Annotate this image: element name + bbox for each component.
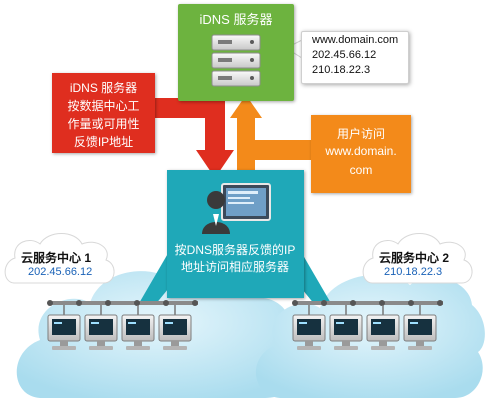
network-datacenter-1	[47, 300, 198, 350]
datacenter-2-ip: 210.18.22.3	[384, 266, 443, 278]
network-datacenter-2	[292, 300, 443, 350]
feedback-line-1: iDNS 服务器	[69, 81, 138, 95]
datacenter-2-computer-icon	[366, 305, 400, 350]
dns-record-ip-2: 210.18.22.3	[312, 64, 371, 76]
datacenter-1-name: 云服务中心 1	[21, 251, 92, 265]
cloud-label-right	[362, 233, 473, 284]
feedback-note-box	[52, 73, 155, 153]
user-access-line-2: www.domain.	[325, 144, 397, 158]
feedback-line-2: 按数据中心工	[67, 99, 140, 113]
client-line-1: 按DNS服务器反馈的IP	[174, 243, 296, 257]
datacenter-2-network-bus	[293, 301, 443, 305]
datacenter-2-bus-node	[350, 300, 356, 306]
red-arrow	[150, 98, 234, 178]
server-rack-icon	[211, 34, 261, 87]
dns-record-domain: www.domain.com	[312, 34, 399, 46]
user-access-line-3: com	[349, 163, 373, 177]
datacenter-2-bus-node	[408, 300, 414, 306]
datacenter-1-computer-icon	[47, 305, 81, 350]
dns-record-ip-1: 202.45.66.12	[312, 49, 377, 61]
datacenter-2-name: 云服务中心 2	[379, 251, 450, 265]
datacenter-1-bus-node	[134, 300, 140, 306]
datacenter-1-computer-icon	[84, 305, 118, 350]
datacenter-2-bus-node	[292, 300, 298, 306]
datacenter-1-computer-icon	[158, 305, 192, 350]
orange-arrow	[230, 95, 314, 172]
datacenter-2-computer-icon	[329, 305, 363, 350]
feedback-line-4: 反馈IP地址	[73, 135, 134, 149]
datacenter-2-bus-node	[321, 300, 327, 306]
datacenter-1-bus-node	[105, 300, 111, 306]
cloud-label-left	[4, 233, 115, 284]
datacenter-1-bus-node	[163, 300, 169, 306]
datacenter-1-bus-node	[192, 300, 198, 306]
client-line-2: 地址访问相应服务器	[180, 260, 289, 274]
datacenter-1-bus-node	[47, 300, 53, 306]
datacenter-2-computer-icon	[292, 305, 326, 350]
datacenter-1-bus-node	[76, 300, 82, 306]
user-access-box	[311, 115, 411, 193]
idns-server-title: iDNS 服务器	[199, 12, 273, 27]
feedback-line-3: 作量或可用性	[67, 117, 140, 131]
datacenter-1-network-bus	[48, 301, 198, 305]
user-access-line-1: 用户访问	[336, 127, 385, 141]
dns-record-callout	[301, 31, 409, 84]
datacenter-2-computer-icon	[403, 305, 437, 350]
user-computer-icon	[202, 183, 271, 234]
datacenter-2-bus-node	[437, 300, 443, 306]
datacenter-2-bus-node	[379, 300, 385, 306]
datacenter-1-computer-icon	[121, 305, 155, 350]
datacenter-1-ip: 202.45.66.12	[28, 266, 93, 278]
